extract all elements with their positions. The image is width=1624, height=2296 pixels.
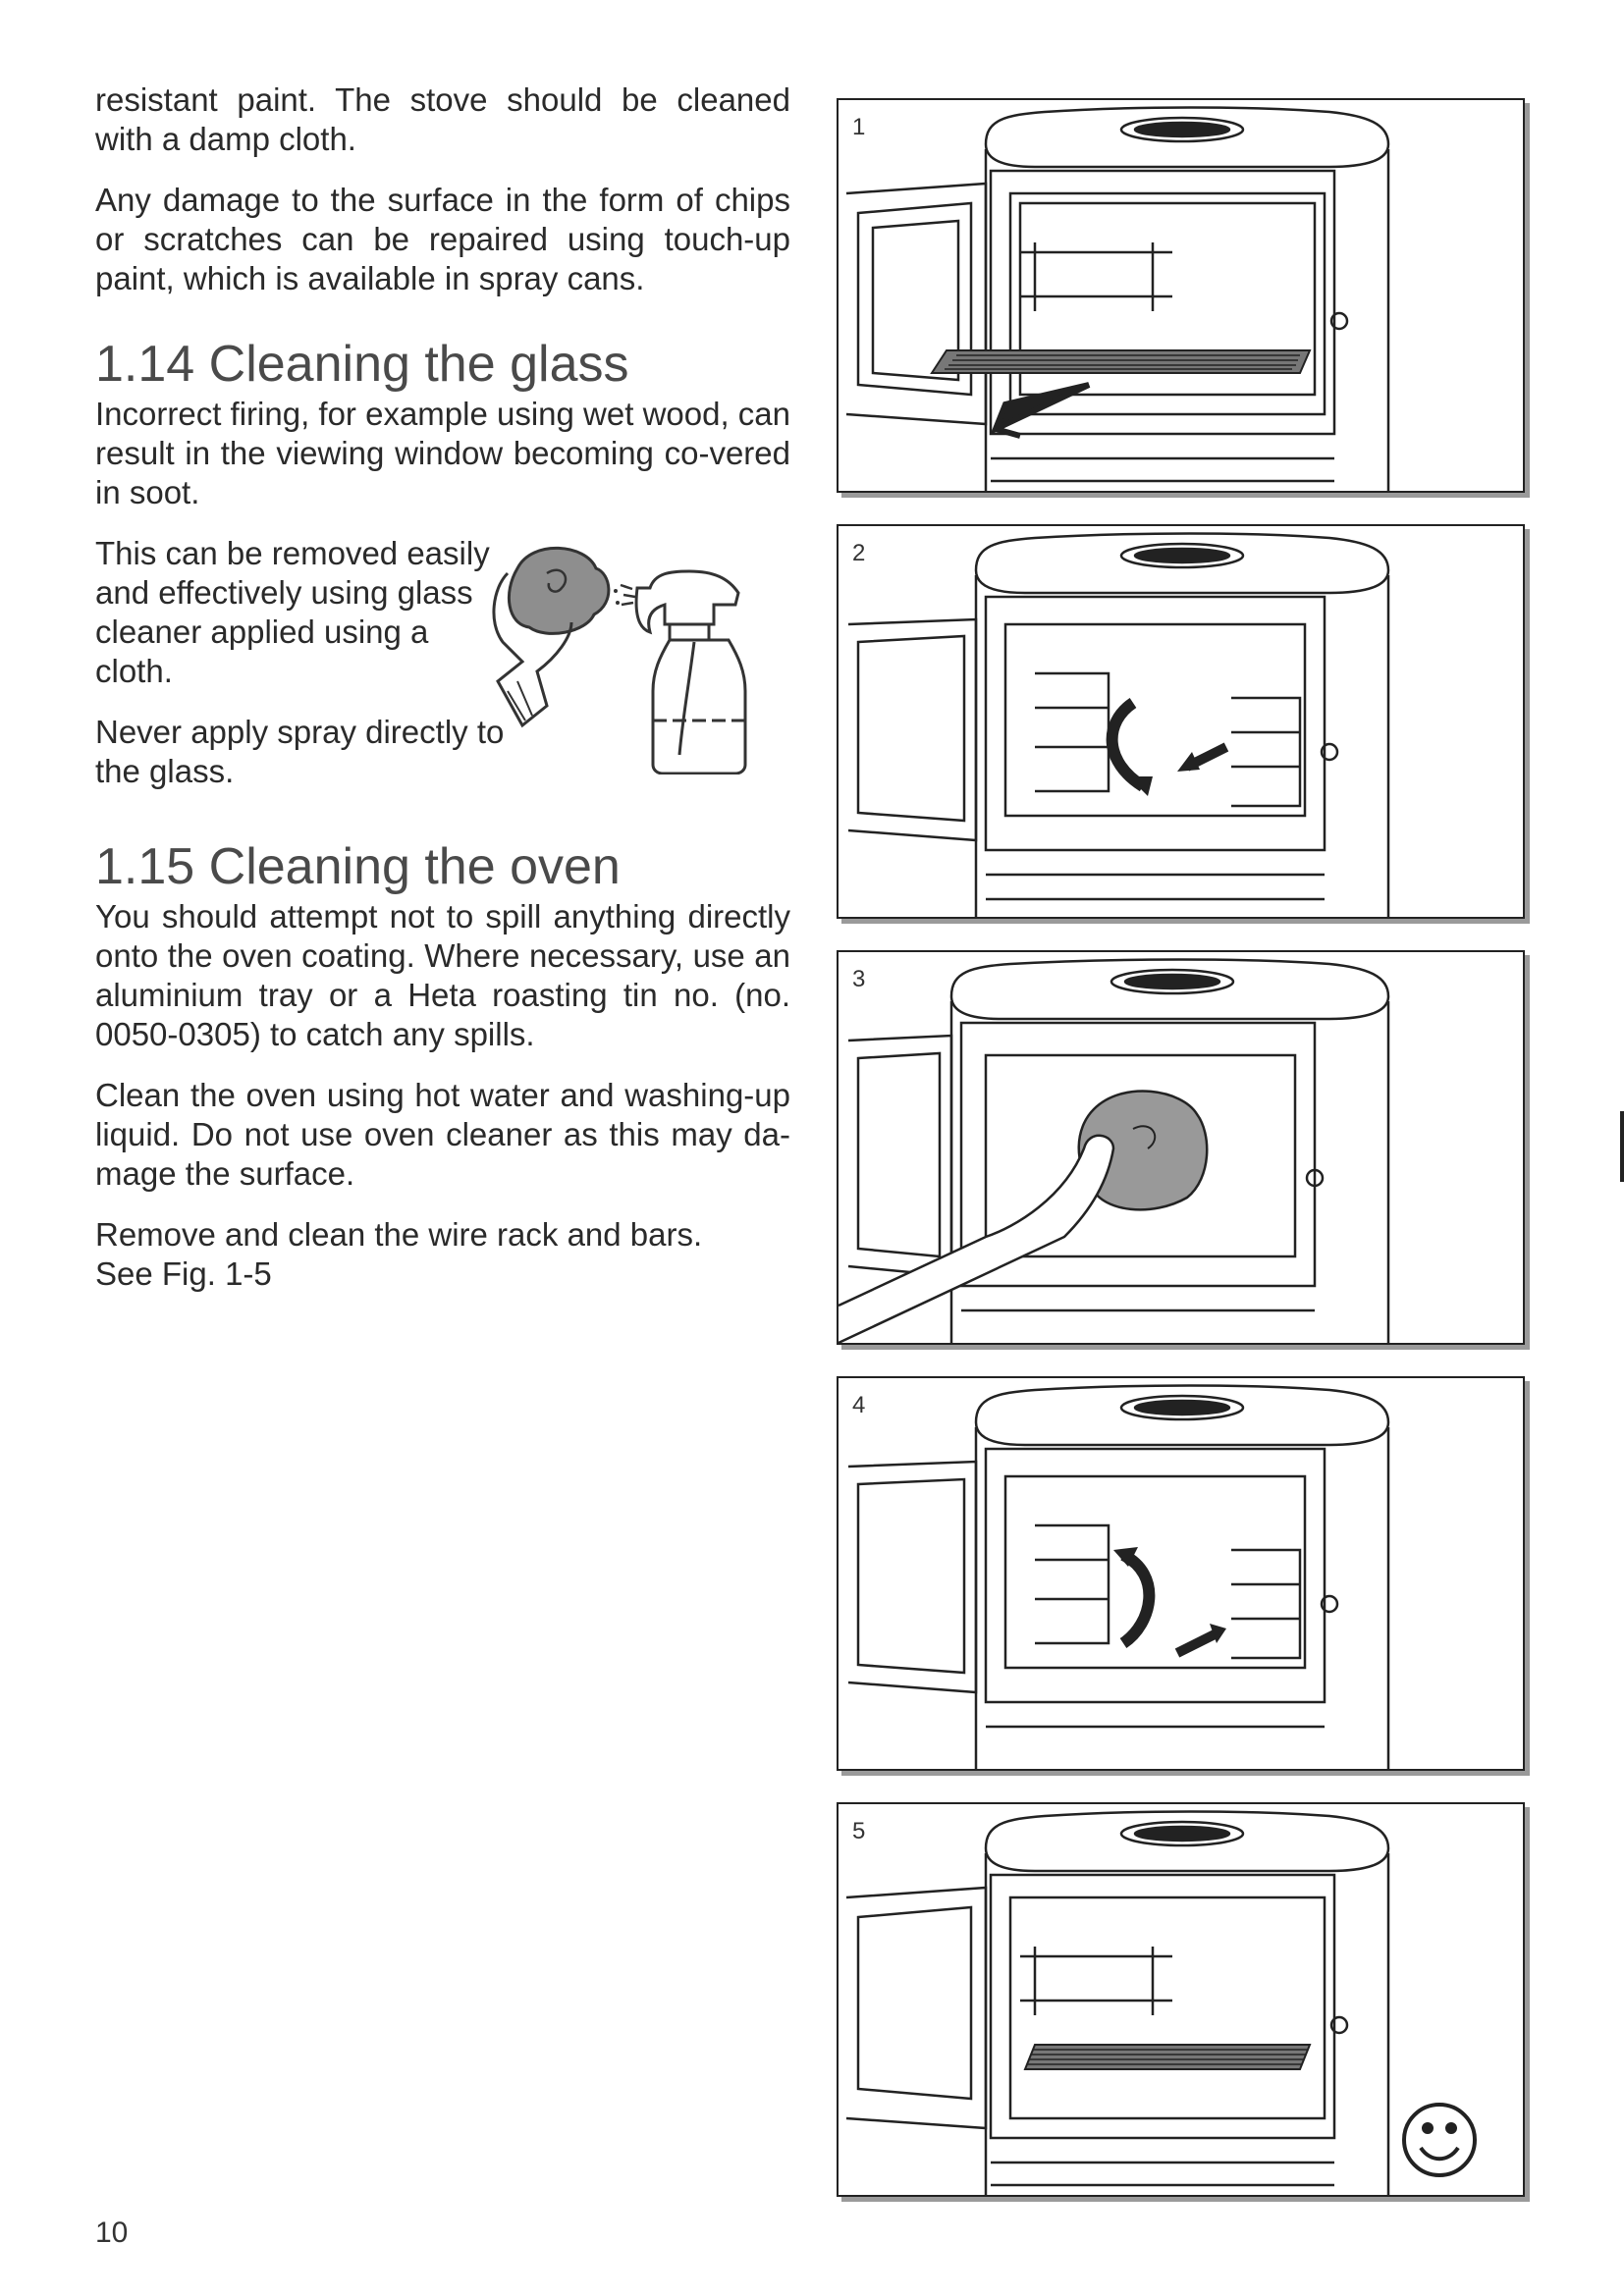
figure-1: 1: [837, 98, 1525, 493]
glass-cleaning-block: This can be removed easily and effective…: [95, 534, 790, 791]
stove-illustration-3: [839, 958, 1390, 1343]
figure-4: 4: [837, 1376, 1525, 1771]
figure-number: 2: [852, 540, 866, 566]
figure-3: 3: [837, 950, 1525, 1345]
figure-number: 1: [852, 114, 866, 140]
smiley-icon: [1402, 2103, 1477, 2177]
glass-paragraph-1: Incorrect firing, for example using wet …: [95, 396, 791, 510]
glass-paragraph-2: This can be removed easily and effective…: [95, 535, 490, 689]
page-number: 10: [95, 2216, 129, 2249]
spray-bottle-and-cloth-illustration: [492, 546, 747, 774]
intro-paragraph-2: Any damage to the surface in the form of…: [95, 182, 790, 296]
spray-bottle-icon: [634, 569, 747, 774]
intro-paragraph-1: resistant paint. The stove should be cle…: [95, 81, 790, 157]
heading-cleaning-glass: 1.14 Cleaning the glass: [95, 336, 629, 393]
figure-5: 5: [837, 1802, 1525, 2197]
oven-paragraph-2: Clean the oven using hot water and washi…: [95, 1077, 790, 1192]
glass-paragraph-3: Never apply spray directly to the glass.: [95, 714, 505, 789]
stove-illustration-1: [845, 106, 1390, 491]
figure-number: 5: [852, 1818, 866, 1844]
text-column: resistant paint. The stove should be cle…: [95, 80, 790, 1315]
side-tab-marker: [1620, 1111, 1624, 1182]
stove-illustration-5: [845, 1810, 1477, 2195]
figure-number: 4: [852, 1392, 866, 1418]
oven-paragraph-4: See Fig. 1-5: [95, 1255, 272, 1292]
figure-2: 2: [837, 524, 1525, 919]
oven-paragraph-1: You should attempt not to spill anything…: [95, 898, 790, 1052]
stove-illustration-2: [847, 532, 1390, 917]
oven-paragraph-3: Remove and clean the wire rack and bars.: [95, 1216, 703, 1253]
heading-cleaning-oven: 1.15 Cleaning the oven: [95, 838, 621, 895]
figure-number: 3: [852, 966, 866, 992]
stove-illustration-4: [847, 1384, 1390, 1769]
